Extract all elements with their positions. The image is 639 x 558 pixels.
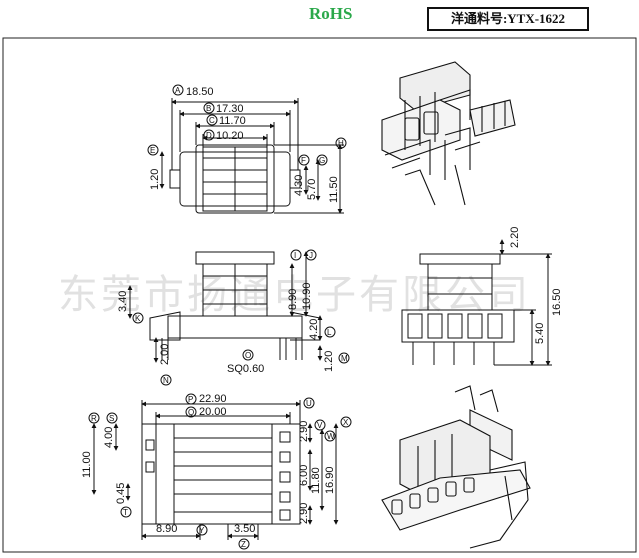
svg-text:R: R [91, 414, 97, 423]
svg-text:H: H [338, 139, 344, 148]
svg-text:I: I [294, 251, 296, 260]
svg-text:B: B [206, 104, 211, 113]
svg-text:U: U [306, 399, 312, 408]
svg-text:Y: Y [199, 526, 205, 535]
dim-E: 1.20 [149, 169, 161, 190]
dim-B: 17.30 [216, 103, 244, 115]
dim-U: 2.90 [298, 421, 310, 442]
isometric-view-top [381, 61, 516, 206]
dim-side-16-50: 16.50 [551, 288, 563, 316]
dim-side-5-40: 5.40 [534, 323, 546, 344]
dim-R: 11.00 [81, 451, 93, 478]
dim-P: 22.90 [199, 393, 227, 405]
top-view-labels: A 18.50 B 17.30 C 11.70 D 10.20 1.20 E 4… [147, 84, 347, 203]
dim-L: 4.20 [308, 319, 320, 340]
svg-text:K: K [135, 314, 141, 323]
svg-text:G: G [319, 156, 325, 165]
svg-text:F: F [301, 156, 306, 165]
svg-text:N: N [163, 376, 169, 385]
svg-text:J: J [309, 251, 313, 260]
svg-text:X: X [343, 418, 349, 427]
dim-Z: 3.50 [234, 523, 255, 535]
svg-text:A: A [175, 86, 181, 95]
svg-text:P: P [188, 395, 193, 404]
front-view-labels: I 8.90 J 10.90 3.40 K 4.20 L 1.20 M 2.00… [117, 249, 350, 386]
dim-G: 5.70 [306, 179, 318, 200]
svg-text:V: V [317, 421, 323, 430]
dim-Q: 20.00 [199, 406, 227, 418]
top-view [159, 98, 344, 214]
svg-text:E: E [150, 146, 155, 155]
dim-A: 18.50 [186, 86, 214, 98]
svg-text:Z: Z [241, 540, 246, 549]
svg-text:O: O [245, 351, 251, 360]
dim-W: 11.80 [310, 467, 322, 494]
dim-M: 1.20 [323, 351, 335, 372]
dim-D: 10.20 [216, 130, 244, 142]
dim-X: 16.90 [324, 466, 336, 494]
dim-J: 10.90 [301, 282, 313, 310]
dim-S: 4.00 [103, 427, 115, 448]
svg-text:T: T [123, 508, 128, 517]
dim-K: 3.40 [117, 291, 129, 312]
rohs-label: RoHS [309, 4, 353, 23]
dim-Y: 8.90 [156, 523, 177, 535]
dim-N: 2.00 [159, 344, 171, 365]
svg-text:M: M [341, 354, 348, 363]
svg-text:W: W [327, 432, 335, 441]
front-view [127, 251, 323, 363]
isometric-view-bottom [381, 385, 531, 549]
svg-text:S: S [109, 414, 114, 423]
side-view-labels: 2.20 16.50 5.40 [509, 227, 563, 344]
part-number-box: 洋通料号:YTX-1622 [427, 7, 589, 31]
side-view [401, 239, 552, 366]
dim-F: 4.30 [293, 175, 305, 196]
dim-T: 0.45 [115, 483, 127, 504]
bottom-view [91, 400, 339, 540]
dim-O: SQ0.60 [227, 363, 264, 375]
dim-side-2-20: 2.20 [509, 227, 521, 248]
dim-bottom-2-90: 2.90 [298, 503, 310, 524]
part-number-value: YTX-1622 [507, 11, 566, 26]
dim-C: 11.70 [219, 115, 246, 127]
part-number-label: 洋通料号: [450, 11, 508, 26]
svg-text:C: C [209, 116, 215, 125]
dim-H: 11.50 [328, 176, 340, 203]
svg-text:L: L [327, 328, 332, 337]
dim-I: 8.90 [287, 289, 299, 310]
drawing-frame [2, 37, 637, 553]
svg-text:D: D [206, 131, 212, 140]
dim-V: 6.00 [298, 465, 310, 486]
bottom-view-labels: P 22.90 Q 20.00 11.00 R 4.00 S 0.45 T 2.… [81, 393, 352, 550]
svg-text:Q: Q [188, 408, 194, 417]
